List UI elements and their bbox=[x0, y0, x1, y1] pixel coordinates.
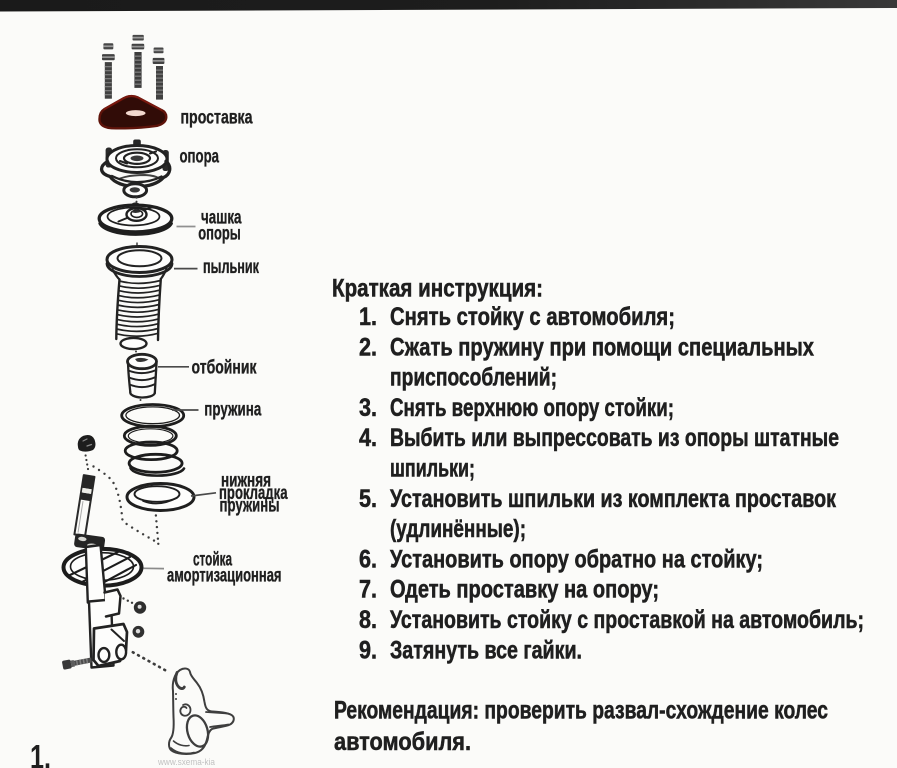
svg-text:отбойник: отбойник bbox=[192, 358, 257, 379]
svg-text:Снять стойку с автомобиля;: Снять стойку с автомобиля; bbox=[390, 303, 675, 331]
svg-text:опора: опора bbox=[180, 147, 220, 168]
svg-text:4.: 4. bbox=[359, 424, 377, 452]
svg-text:Установить шпильки из комплект: Установить шпильки из комплекта проставо… bbox=[390, 485, 836, 513]
svg-text:приспособлений;: приспособлений; bbox=[390, 364, 557, 392]
svg-text:www.sxema-kia: www.sxema-kia bbox=[157, 757, 215, 767]
svg-text:пыльник: пыльник bbox=[203, 257, 259, 278]
svg-text:амортизационная: амортизационная bbox=[167, 566, 282, 587]
svg-text:7.: 7. bbox=[359, 576, 377, 604]
svg-text:Сжать пружину при помощи специ: Сжать пружину при помощи специальных bbox=[390, 333, 814, 361]
svg-text:опоры: опоры bbox=[198, 224, 241, 245]
svg-text:стойка: стойка bbox=[193, 550, 232, 571]
svg-text:Рекомендация: проверить развал: Рекомендация: проверить развал-схождение… bbox=[334, 697, 828, 725]
svg-text:Выбить или выпрессовать из опо: Выбить или выпрессовать из опоры штатные bbox=[390, 424, 839, 452]
svg-text:Затянуть все гайки.: Затянуть все гайки. bbox=[390, 636, 582, 664]
svg-text:нижняя: нижняя bbox=[221, 471, 271, 492]
svg-text:проставка: проставка bbox=[181, 108, 253, 129]
svg-text:чашка: чашка bbox=[201, 208, 242, 229]
svg-text:(удлинённые);: (удлинённые); bbox=[390, 515, 526, 543]
svg-text:автомобиля.: автомобиля. bbox=[334, 728, 471, 756]
svg-text:пружины: пружины bbox=[220, 496, 280, 517]
svg-text:Краткая инструкция:: Краткая инструкция: bbox=[332, 275, 543, 303]
svg-text:5.: 5. bbox=[359, 485, 377, 513]
svg-text:шпильки;: шпильки; bbox=[390, 455, 475, 483]
svg-text:Одеть проставку на опору;: Одеть проставку на опору; bbox=[390, 576, 659, 604]
svg-text:пружина: пружина bbox=[204, 400, 261, 421]
svg-text:Снять верхнюю опору стойки;: Снять верхнюю опору стойки; bbox=[390, 394, 674, 422]
svg-text:8.: 8. bbox=[359, 606, 377, 634]
svg-text:3.: 3. bbox=[359, 394, 377, 422]
svg-text:прокладка: прокладка bbox=[219, 483, 288, 504]
svg-text:9.: 9. bbox=[359, 636, 377, 664]
svg-text:Установить опору обратно на ст: Установить опору обратно на стойку; bbox=[390, 545, 763, 573]
svg-text:1.: 1. bbox=[30, 739, 51, 768]
svg-text:6.: 6. bbox=[359, 545, 377, 573]
svg-text:2.: 2. bbox=[359, 333, 377, 361]
svg-text:Установить стойку с проставко: Установить стойку с проставкой на автомо… bbox=[390, 606, 864, 634]
svg-text:1.: 1. bbox=[359, 303, 377, 331]
